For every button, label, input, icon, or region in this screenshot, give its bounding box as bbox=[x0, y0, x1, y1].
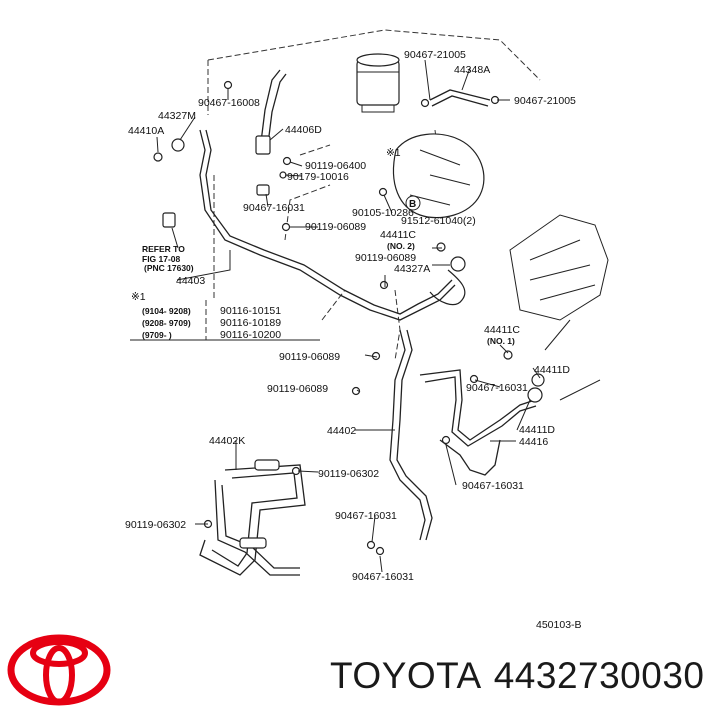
label-90467-21005-b: 90467-21005 bbox=[514, 95, 576, 107]
label-44402k: 44402K bbox=[209, 435, 245, 447]
label-note-1-marker: ※1 bbox=[386, 147, 401, 159]
view-b-circle bbox=[405, 195, 421, 211]
label-90467-16031-b: 90467-16031 bbox=[466, 382, 528, 394]
label-44416: 44416 bbox=[519, 436, 548, 448]
note-row-2-range: (9208- 9709) bbox=[142, 318, 191, 328]
toyota-logo-icon bbox=[7, 634, 111, 706]
fittings bbox=[153, 80, 545, 556]
label-refer-to: REFER TO bbox=[142, 244, 185, 254]
note-row-1-range: (9104- 9208) bbox=[142, 306, 191, 316]
label-no1: (NO. 1) bbox=[487, 336, 515, 346]
diagram-code: 450103-B bbox=[536, 619, 582, 631]
label-44402: 44402 bbox=[327, 425, 356, 437]
label-90467-16031-d: 90467-16031 bbox=[335, 510, 397, 522]
label-refer-pnc: (PNC 17630) bbox=[144, 263, 194, 273]
reservoir-tank bbox=[356, 53, 400, 113]
label-44403: 44403 bbox=[176, 275, 205, 287]
steering-gear bbox=[509, 214, 609, 401]
label-44410a: 44410A bbox=[128, 125, 164, 137]
label-44327m: 44327M bbox=[158, 110, 196, 122]
callout-labels: 90467-21005 44348A 90467-21005 90467-160… bbox=[125, 49, 582, 631]
label-view-b: B bbox=[409, 199, 416, 210]
note-table: ※1 (9104- 9208) 90116-10151 (9208- 9709)… bbox=[131, 291, 281, 341]
brand-name: TOYOTA bbox=[330, 655, 482, 696]
label-90467-16031-c: 90467-16031 bbox=[462, 480, 524, 492]
label-90119-06302-a: 90119-06302 bbox=[318, 468, 379, 480]
label-91512-61040: 91512-61040(2) bbox=[401, 215, 476, 227]
label-90179-10016: 90179-10016 bbox=[287, 171, 349, 183]
note-table-header: ※1 bbox=[131, 291, 146, 303]
label-90119-06400: 90119-06400 bbox=[305, 160, 366, 172]
label-refer-fig: FIG 17-08 bbox=[142, 254, 181, 264]
brand-part-caption: TOYOTA 4432730030 bbox=[330, 655, 717, 697]
label-90119-06089-a: 90119-06089 bbox=[305, 221, 366, 233]
label-44411d-a: 44411D bbox=[534, 364, 570, 376]
label-90467-16031-a: 90467-16031 bbox=[243, 202, 305, 214]
hoses bbox=[199, 69, 537, 541]
part-number: 4432730030 bbox=[493, 655, 705, 696]
label-44411c-no1: 44411C bbox=[484, 324, 520, 336]
label-90105-10286: 90105-10286 bbox=[352, 207, 414, 219]
label-90467-21005-a: 90467-21005 bbox=[404, 49, 466, 61]
label-44327a: 44327A bbox=[394, 263, 430, 275]
note-row-3-range: (9709- ) bbox=[142, 330, 172, 340]
note-row-1-part: 90116-10151 bbox=[220, 305, 281, 317]
leader-lines bbox=[156, 59, 541, 573]
label-90119-06089-d: 90119-06089 bbox=[267, 383, 328, 395]
label-44348a: 44348A bbox=[454, 64, 490, 76]
label-90467-16031-e: 90467-16031 bbox=[352, 571, 414, 583]
label-90119-06089-b: 90119-06089 bbox=[355, 252, 416, 264]
oil-cooler bbox=[199, 459, 306, 576]
note-row-3-part: 90116-10200 bbox=[220, 329, 281, 341]
note-row-2-part: 90116-10189 bbox=[220, 317, 281, 329]
label-90467-16008: 90467-16008 bbox=[198, 97, 260, 109]
label-44406d: 44406D bbox=[285, 124, 322, 136]
label-90119-06089-c: 90119-06089 bbox=[279, 351, 340, 363]
label-44411d-b: 44411D bbox=[519, 424, 555, 436]
label-44411c-no2: 44411C bbox=[380, 229, 416, 241]
label-no2: (NO. 2) bbox=[387, 241, 415, 251]
label-90119-06302-b: 90119-06302 bbox=[125, 519, 186, 531]
